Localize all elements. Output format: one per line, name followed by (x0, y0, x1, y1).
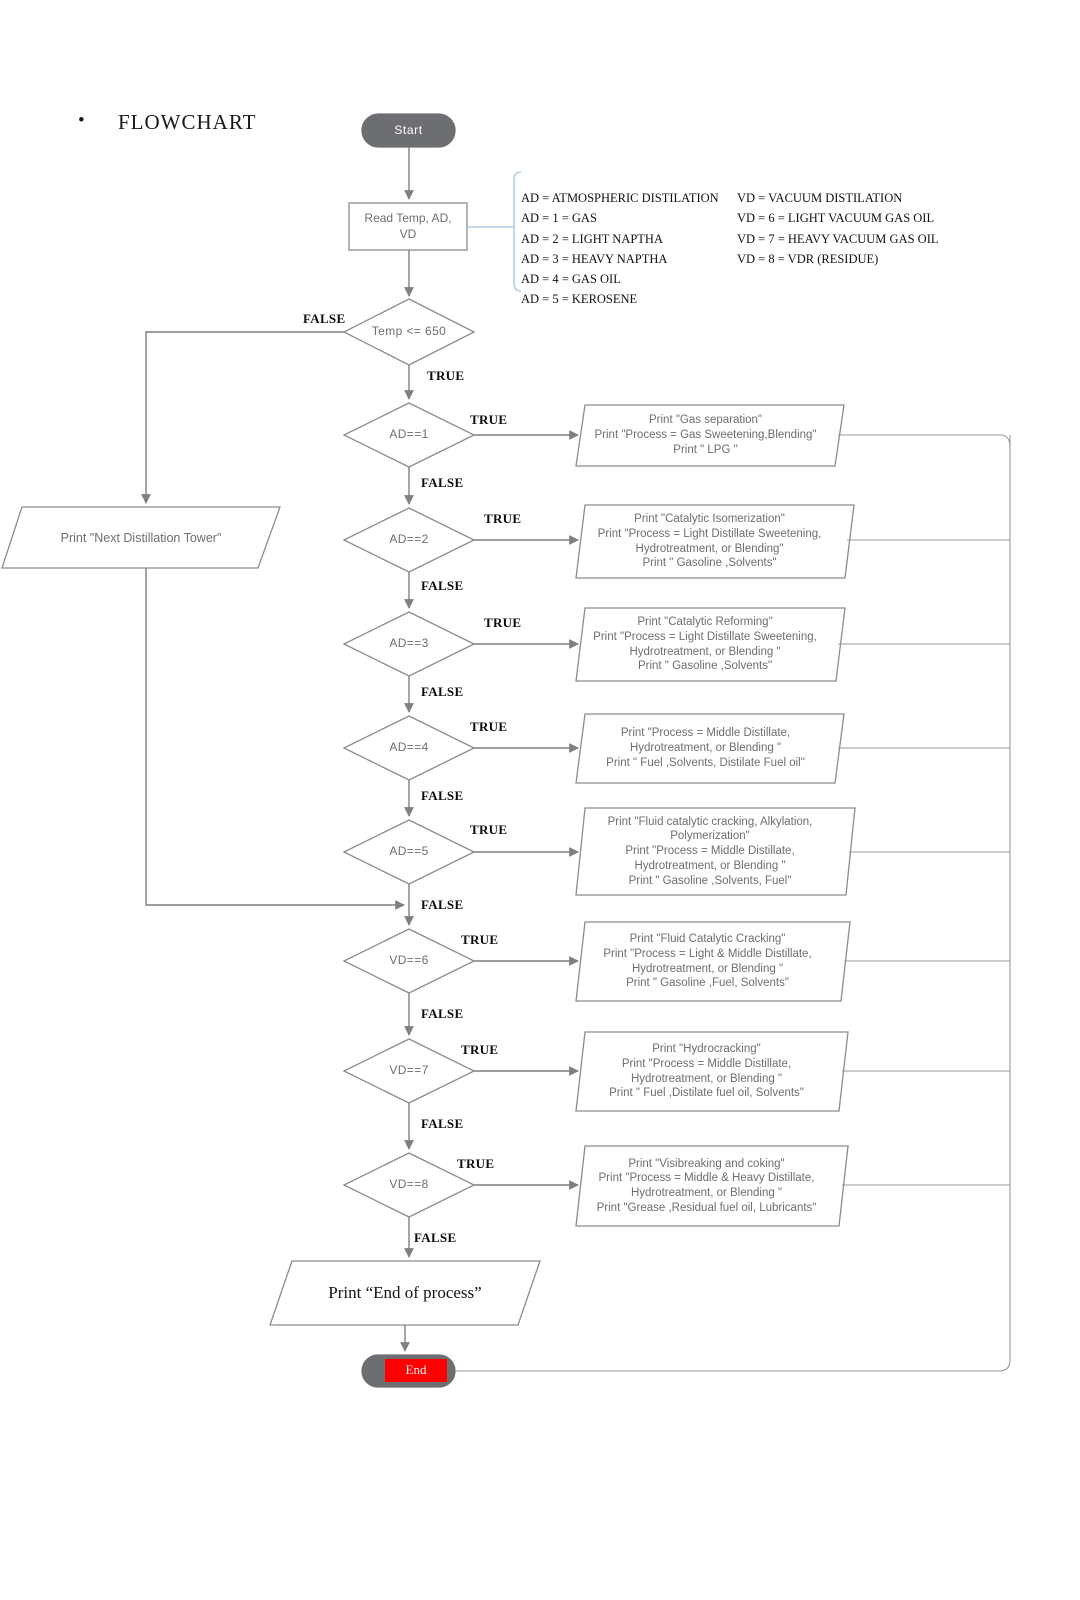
read-node-shape (348, 202, 468, 251)
bullet-icon: • (78, 110, 86, 131)
action-shape-ad5 (575, 807, 856, 896)
end-of-process-shape (269, 1260, 541, 1326)
action-node-ad1[interactable] (576, 405, 844, 466)
decision-node-vd7[interactable] (344, 1039, 474, 1103)
action-node-ad3[interactable] (576, 608, 845, 681)
action-shape-ad1 (575, 404, 845, 467)
false-label-ad3: FALSE (421, 684, 464, 699)
action-node-vd6[interactable] (576, 922, 850, 1001)
false-label-ad2: FALSE (421, 578, 464, 593)
false-label-ad1: FALSE (421, 475, 464, 490)
legend-left-4: AD = 4 = GAS OIL (521, 272, 621, 286)
next-tower-shape (1, 506, 281, 569)
legend-left-0: AD = ATMOSPHERIC DISTILATION (521, 191, 719, 205)
decision-node-ad5[interactable] (344, 820, 474, 884)
start-node[interactable] (362, 114, 455, 147)
legend-right-column: VD = VACUUM DISTILATION VD = 6 = LIGHT V… (737, 188, 939, 269)
true-label-vd6: TRUE (461, 932, 499, 947)
legend-left-1: AD = 1 = GAS (521, 211, 597, 226)
legend-right-3: VD = 8 = VDR (RESIDUE) (737, 251, 879, 266)
action-shape-ad3 (575, 607, 846, 682)
legend-right-1: VD = 6 = LIGHT VACUUM GAS OIL (737, 211, 935, 226)
return-rail-ad1 (838, 434, 1011, 448)
return-rail-trunk (455, 435, 1011, 1372)
legend-bracket-icon (513, 171, 522, 292)
legend-left-3: AD = 3 = HEAVY NAPTHA (521, 251, 668, 266)
legend-right-0: VD = VACUUM DISTILATION (737, 191, 903, 205)
next-tower-node[interactable] (2, 507, 280, 568)
legend-left-column: AD = ATMOSPHERIC DISTILATION AD = 1 = GA… (521, 188, 719, 310)
action-shape-vd8 (575, 1145, 849, 1227)
false-label-ad5: FALSE (421, 897, 464, 912)
connector-temp-false (141, 331, 344, 504)
temp-false-label: FALSE (303, 311, 346, 326)
end-of-process-node[interactable] (270, 1261, 540, 1325)
action-node-vd7[interactable] (576, 1032, 848, 1111)
decision-node-ad3[interactable] (344, 612, 474, 676)
read-node[interactable] (349, 203, 467, 250)
action-shape-ad2 (575, 504, 855, 579)
decision-node-vd6[interactable] (344, 929, 474, 993)
action-node-ad5[interactable] (576, 808, 855, 895)
action-shape-vd7 (575, 1031, 849, 1112)
true-label-vd8: TRUE (457, 1156, 495, 1171)
decision-node-ad2[interactable] (344, 508, 474, 572)
page-title-text: FLOWCHART (118, 110, 257, 134)
decision-node-ad4[interactable] (344, 716, 474, 780)
true-label-ad4: TRUE (470, 719, 508, 734)
false-label-ad4: FALSE (421, 788, 464, 803)
temp-true-label: TRUE (427, 368, 465, 383)
action-shape-ad4 (575, 713, 845, 784)
decision-node-vd8[interactable] (344, 1153, 474, 1217)
true-label-vd7: TRUE (461, 1042, 499, 1057)
true-label-ad5: TRUE (470, 822, 508, 837)
true-label-ad2: TRUE (484, 511, 522, 526)
legend-left-5: AD = 5 = KEROSENE (521, 292, 638, 307)
action-node-ad2[interactable] (576, 505, 854, 578)
page-title: • FLOWCHART (78, 110, 256, 135)
end-node[interactable] (362, 1355, 455, 1387)
legend-right-2: VD = 7 = HEAVY VACUUM GAS OIL (737, 231, 939, 246)
false-label-vd8: FALSE (414, 1230, 457, 1245)
true-label-ad3: TRUE (484, 615, 522, 630)
false-label-vd7: FALSE (421, 1116, 464, 1131)
action-node-vd8[interactable] (576, 1146, 848, 1226)
false-label-vd6: FALSE (421, 1006, 464, 1021)
action-shape-vd6 (575, 921, 851, 1002)
action-node-ad4[interactable] (576, 714, 844, 783)
connector-next-tower-loop (145, 568, 405, 910)
end-highlight-shape (385, 1359, 447, 1382)
legend-left-2: AD = 2 = LIGHT NAPTHA (521, 231, 663, 246)
temp-decision-node[interactable] (344, 299, 474, 365)
true-label-ad1: TRUE (470, 412, 508, 427)
decision-node-ad1[interactable] (344, 403, 474, 467)
